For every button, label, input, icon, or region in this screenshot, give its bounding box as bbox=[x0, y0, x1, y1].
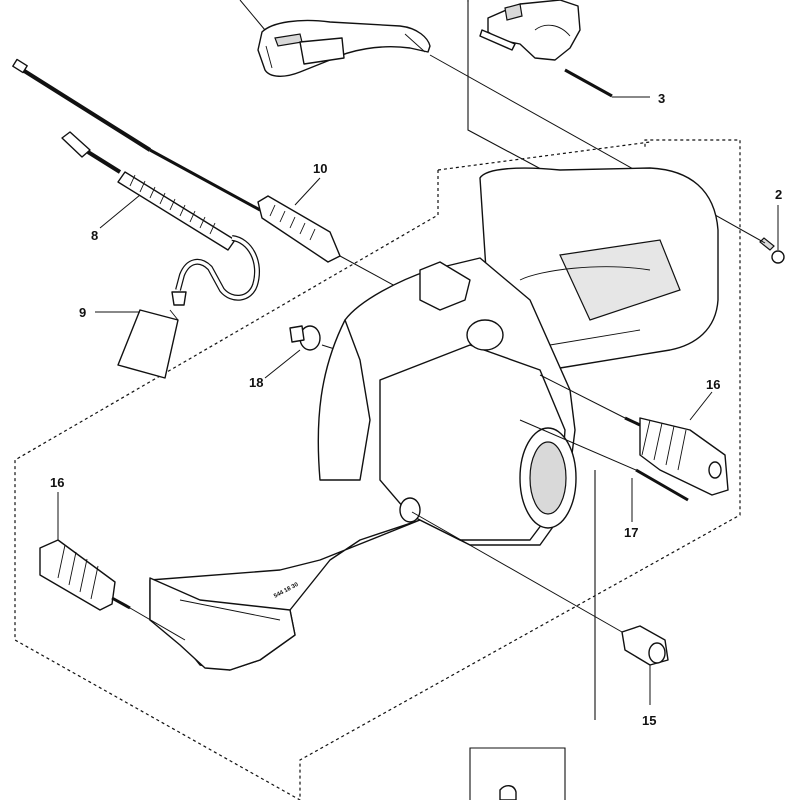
bottom-part-fragment bbox=[499, 785, 517, 800]
top-handle bbox=[239, 0, 431, 77]
assembly-dashed-outline bbox=[14, 139, 741, 800]
throttle-trigger-part bbox=[479, 0, 581, 61]
callout-2: 2 bbox=[775, 187, 782, 202]
handle-leader bbox=[239, 0, 266, 31]
spring-10 bbox=[257, 177, 431, 306]
throttle-cable-rod bbox=[12, 58, 261, 212]
callout-9: 9 bbox=[79, 305, 86, 320]
pin-17 bbox=[519, 419, 689, 522]
bottom-frame bbox=[469, 747, 566, 800]
callout-8: 8 bbox=[91, 228, 98, 243]
nut-15 bbox=[411, 511, 669, 705]
hose-filter-9 bbox=[95, 235, 260, 379]
spring-16-left bbox=[39, 492, 186, 641]
callout-10: 10 bbox=[313, 161, 327, 176]
callout-3: 3 bbox=[658, 91, 665, 106]
callout-16-left: 16 bbox=[50, 475, 64, 490]
main-housing: 544 18 30 bbox=[149, 167, 719, 671]
callout-15: 15 bbox=[642, 713, 656, 728]
callout-17: 17 bbox=[624, 525, 638, 540]
pin-3 bbox=[564, 68, 650, 98]
callout-18: 18 bbox=[249, 375, 263, 390]
dashed-top-edge bbox=[437, 141, 651, 171]
spring-8 bbox=[61, 131, 236, 251]
callout-16-right: 16 bbox=[706, 377, 720, 392]
spring-16-right bbox=[539, 374, 729, 496]
